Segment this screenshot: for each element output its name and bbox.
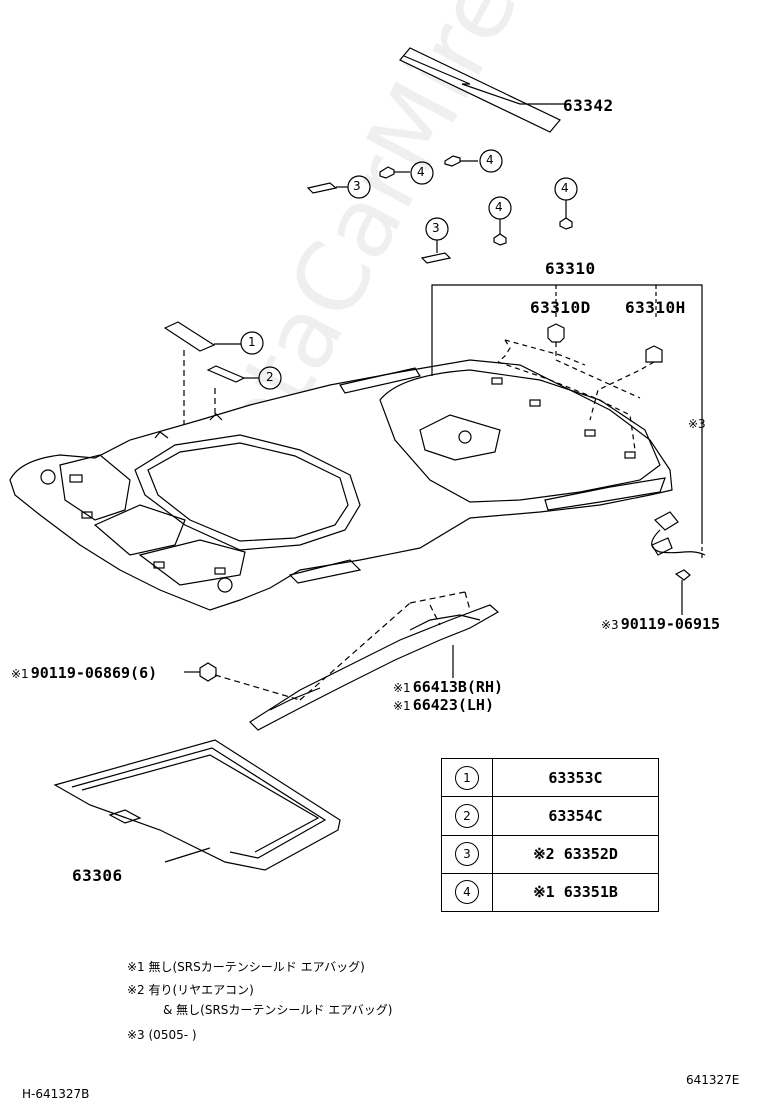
rail-66413B: [214, 591, 500, 731]
callout-2: 2: [266, 370, 274, 384]
legend-row: 1 63353C: [441, 757, 659, 798]
headliner-63310: [9, 359, 673, 611]
legend-num: 4: [455, 880, 479, 905]
legend-row: 2 63354C: [441, 796, 659, 836]
callout-4-c: 4: [561, 181, 569, 195]
legend-row: 4 ※1 63351B: [441, 872, 659, 913]
diagram-code-right: 641327E: [686, 1073, 740, 1087]
callout-3-b: 3: [432, 221, 440, 235]
legend-part: 63353C: [492, 757, 659, 798]
bracket-63310: [431, 284, 703, 540]
label-66423: 66423(LH): [412, 696, 494, 714]
label-bolt-left: 90119-06869(6): [30, 664, 158, 682]
note-3: ※3 (0505- ): [127, 1028, 197, 1042]
legend-num: 3: [455, 842, 479, 867]
legend-num: 1: [455, 765, 479, 790]
note-3-marker: ※3: [688, 417, 706, 431]
callout-4-b: 4: [486, 153, 494, 167]
label-63342: 63342: [563, 96, 614, 115]
label-63310: 63310: [545, 259, 596, 278]
callout-circles: [240, 149, 578, 390]
note-2b: & 無し(SRSカーテンシールド エアバッグ): [163, 1003, 393, 1017]
label-bolt-right: 90119-06915: [620, 615, 721, 633]
legend-part: 63354C: [492, 796, 659, 836]
diagram-code-left: H-641327B: [22, 1087, 90, 1101]
star1-marker-rh: ※1: [393, 681, 411, 695]
note-1: ※1 無し(SRSカーテンシールド エアバッグ): [127, 960, 365, 974]
star1-marker-bolt: ※1: [11, 667, 29, 681]
pads-top: [306, 155, 573, 264]
star1-marker-lh: ※1: [393, 699, 411, 713]
part-63342-shape: [399, 47, 565, 133]
legend-num: 2: [455, 803, 479, 828]
label-63310D: 63310D: [530, 298, 591, 317]
legend-part: ※1 63351B: [492, 872, 659, 913]
label-63306: 63306: [72, 866, 123, 885]
label-66413B: 66413B(RH): [412, 678, 504, 696]
panel-63306: [53, 739, 341, 871]
callout-3-a: 3: [353, 179, 361, 193]
legend-table: 1 63353C 2 63354C 3 ※2 63352D 4 ※1 63351…: [441, 757, 659, 913]
legend-row: 3 ※2 63352D: [441, 834, 659, 874]
label-63310H: 63310H: [625, 298, 686, 317]
legend-part: ※2 63352D: [492, 834, 659, 874]
callout-4-d: 4: [495, 200, 503, 214]
clips: [497, 323, 663, 451]
bolt-left-shape: [184, 662, 217, 682]
callout-1: 1: [248, 335, 256, 349]
note-2: ※2 有り(リヤエアコン): [127, 983, 254, 997]
wire-assembly: [651, 511, 706, 615]
star3-marker: ※3: [601, 618, 619, 632]
callout-4-a: 4: [417, 165, 425, 179]
